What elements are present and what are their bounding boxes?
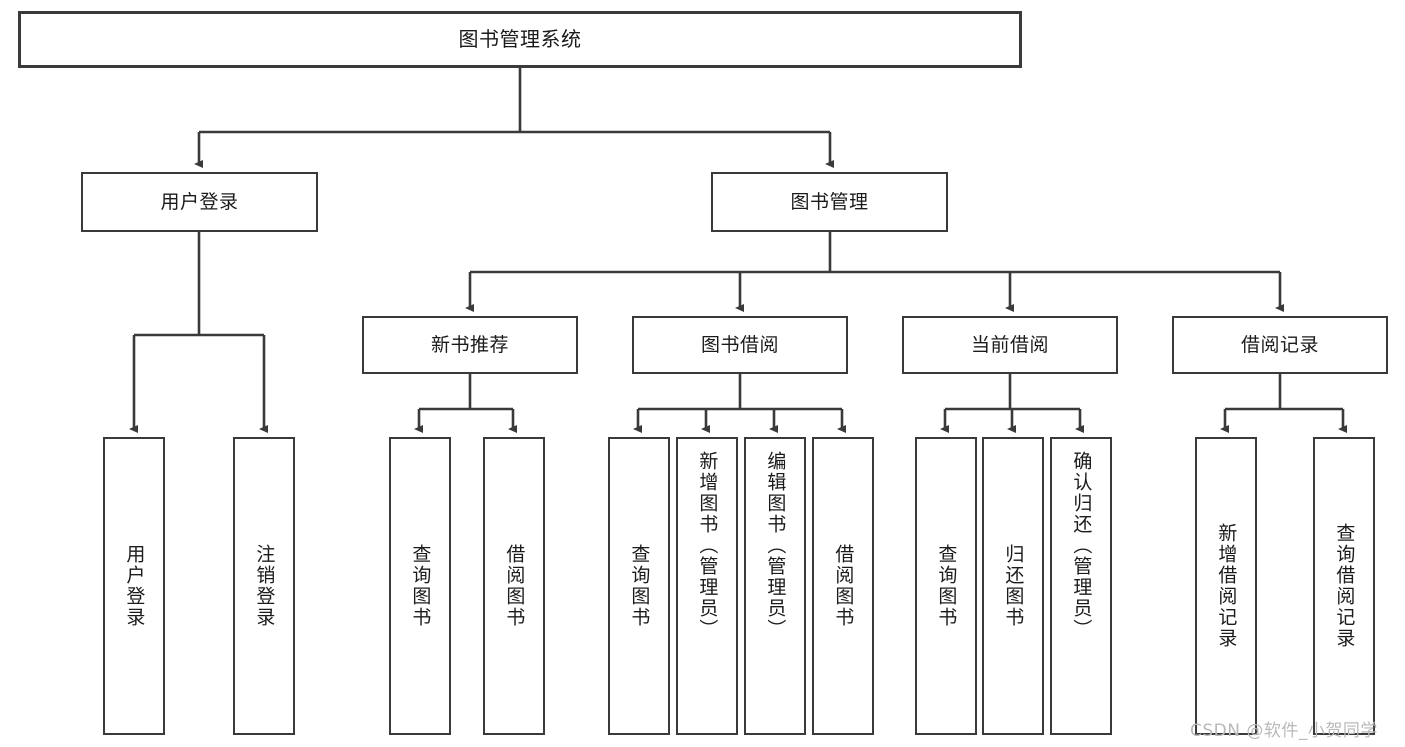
node-book-management[interactable]: 图书管理 <box>711 172 948 232</box>
watermark: CSDN @软件_小贺同学 <box>1190 721 1378 741</box>
leaf-borrow-record-query[interactable]: 查询借阅记录 <box>1313 437 1375 735</box>
leaf-label: 归还图书 <box>1002 544 1025 628</box>
leaf-label: 确认归还（管理员） <box>1070 451 1093 640</box>
leaf-book-borrow-edit[interactable]: 编辑图书（管理员） <box>744 437 806 735</box>
leaf-book-borrow-add[interactable]: 新增图书（管理员） <box>676 437 738 735</box>
node-root[interactable]: 图书管理系统 <box>18 11 1022 68</box>
node-root-label: 图书管理系统 <box>458 26 582 51</box>
node-new-book-recommend[interactable]: 新书推荐 <box>362 316 578 374</box>
leaf-label: 编辑图书（管理员） <box>764 451 787 640</box>
node-book-borrow[interactable]: 图书借阅 <box>632 316 848 374</box>
leaf-label: 新增借阅记录 <box>1215 523 1238 649</box>
node-user-login-label: 用户登录 <box>160 190 239 213</box>
leaf-new-book-query[interactable]: 查询图书 <box>389 437 451 735</box>
leaf-label: 查询借阅记录 <box>1333 523 1356 649</box>
leaf-label: 查询图书 <box>628 544 651 628</box>
leaf-current-borrow-confirm-return[interactable]: 确认归还（管理员） <box>1050 437 1112 735</box>
connector-lines <box>129 68 1347 433</box>
leaf-user-login-logout[interactable]: 注销登录 <box>233 437 295 735</box>
node-user-login[interactable]: 用户登录 <box>81 172 318 232</box>
node-book-management-label: 图书管理 <box>790 190 869 213</box>
leaf-label: 新增图书（管理员） <box>696 451 719 640</box>
leaf-label: 用户登录 <box>123 544 146 628</box>
leaf-borrow-record-add[interactable]: 新增借阅记录 <box>1195 437 1257 735</box>
node-book-borrow-label: 图书借阅 <box>700 333 779 356</box>
leaf-book-borrow-query[interactable]: 查询图书 <box>608 437 670 735</box>
node-borrow-record-label: 借阅记录 <box>1240 333 1319 356</box>
leaf-label: 借阅图书 <box>503 544 526 628</box>
leaf-label: 借阅图书 <box>832 544 855 628</box>
leaf-current-borrow-return[interactable]: 归还图书 <box>982 437 1044 735</box>
leaf-user-login-login[interactable]: 用户登录 <box>103 437 165 735</box>
leaf-label: 注销登录 <box>253 544 276 628</box>
leaf-label: 查询图书 <box>409 544 432 628</box>
leaf-book-borrow-borrow[interactable]: 借阅图书 <box>812 437 874 735</box>
leaf-label: 查询图书 <box>935 544 958 628</box>
leaf-current-borrow-query[interactable]: 查询图书 <box>915 437 977 735</box>
node-borrow-record[interactable]: 借阅记录 <box>1172 316 1388 374</box>
leaf-new-book-borrow[interactable]: 借阅图书 <box>483 437 545 735</box>
node-current-borrow[interactable]: 当前借阅 <box>902 316 1118 374</box>
node-new-book-recommend-label: 新书推荐 <box>430 333 509 356</box>
node-current-borrow-label: 当前借阅 <box>970 333 1049 356</box>
